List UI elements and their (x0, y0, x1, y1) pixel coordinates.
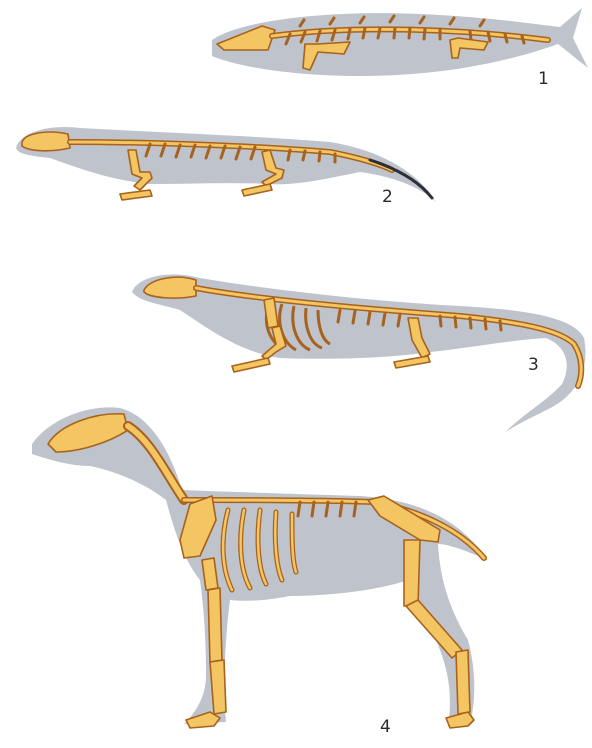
mammal-front-lower-leg (208, 588, 222, 662)
mammal-hind-thigh (404, 540, 420, 606)
mammal-hind-hock (456, 650, 470, 714)
panel-number-2: 2 (382, 187, 393, 207)
panel-number-3: 3 (528, 355, 539, 375)
amphibian-skull (22, 132, 70, 151)
panel-number-1: 1 (538, 69, 549, 89)
panel-number-4: 4 (380, 717, 391, 737)
